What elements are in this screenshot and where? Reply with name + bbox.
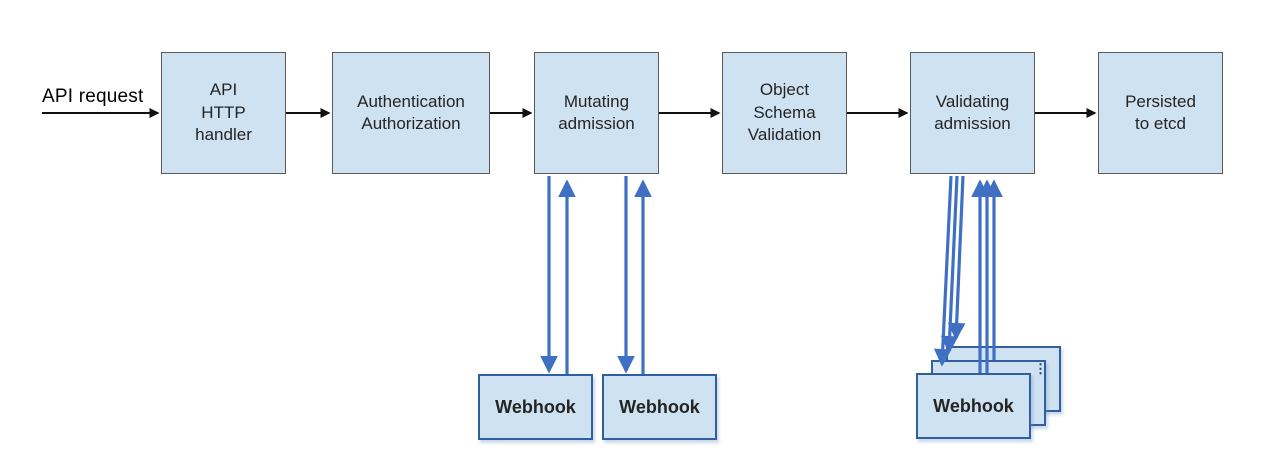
- node-authentication-authorization: Authentication Authorization: [332, 52, 490, 174]
- node-validating-admission: Validating admission: [910, 52, 1035, 174]
- webhook-label: Webhook: [619, 396, 700, 417]
- node-label: API HTTP handler: [195, 80, 252, 145]
- webhook-box-validating-front: Webhook: [916, 373, 1031, 439]
- webhook-call-arrow-validating-1: [933, 175, 953, 367]
- api-request-label: API request: [42, 86, 144, 107]
- webhook-label: Webhook: [495, 396, 576, 417]
- webhook-label: Webhook: [933, 395, 1014, 416]
- webhook-call-arrow-validating-2: [940, 175, 959, 354]
- node-label: Mutating admission: [558, 91, 635, 133]
- node-label: Persisted to etcd: [1125, 91, 1196, 133]
- webhook-box-mutating-2: Webhook: [602, 374, 717, 440]
- webhook-stack-ellipsis: ⋮: [1034, 361, 1047, 376]
- webhook-box-mutating-1: Webhook: [478, 374, 593, 440]
- node-persisted-to-etcd: Persisted to etcd: [1098, 52, 1223, 174]
- webhook-call-arrow-validating-3: [947, 175, 966, 341]
- node-label: Validating admission: [934, 91, 1011, 133]
- node-object-schema-validation: Object Schema Validation: [722, 52, 847, 174]
- node-label: Authentication Authorization: [357, 91, 465, 133]
- node-label: Object Schema Validation: [747, 80, 822, 145]
- node-api-http-handler: API HTTP handler: [161, 52, 286, 174]
- node-mutating-admission: Mutating admission: [534, 52, 659, 174]
